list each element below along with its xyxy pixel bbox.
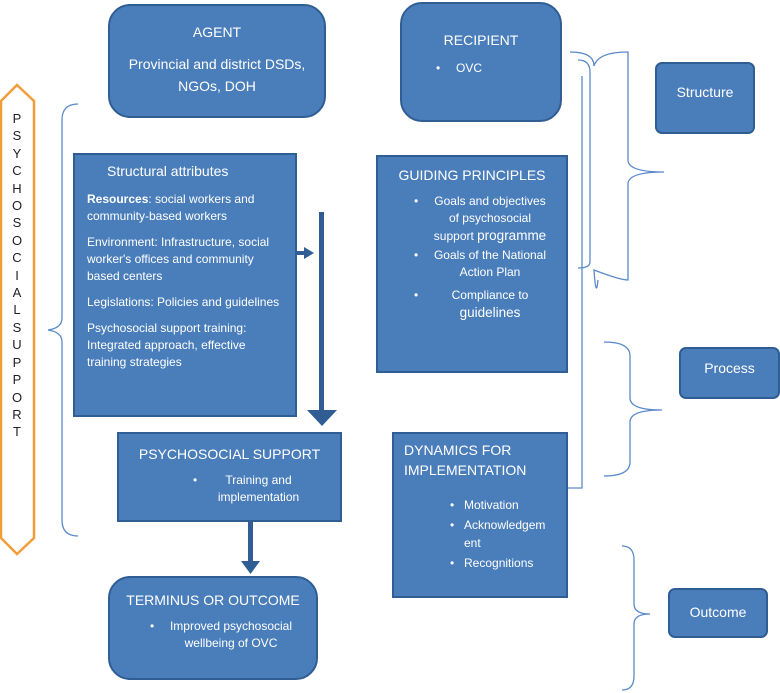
side-label-char: T — [13, 424, 21, 440]
structure-label: Structure — [676, 84, 734, 100]
principle-item-3-big: guidelines — [459, 305, 521, 320]
recipient-item: OVC — [436, 60, 560, 77]
agent-box: AGENT Provincial and district DSDs, NGOs… — [108, 4, 326, 118]
recipient-title: RECIPIENT — [443, 32, 519, 48]
resources-label: Resources — [87, 192, 149, 206]
long-arrow-head — [307, 410, 337, 426]
side-label-char: S — [12, 319, 22, 335]
side-label-char: C — [12, 250, 22, 266]
side-label-char: O — [11, 389, 23, 405]
guiding-principles-box: GUIDING PRINCIPLES Goals and objectives … — [376, 155, 568, 373]
recipient-dynamics-line — [568, 76, 583, 489]
dynamics-box: DYNAMICS FOR IMPLEMENTATION Motivation A… — [392, 432, 568, 598]
side-label-char: P — [12, 111, 22, 126]
side-label-char: O — [11, 232, 23, 248]
outcome-arrow-head — [241, 561, 260, 574]
side-label-char: S — [12, 215, 22, 231]
dynamics-list: Motivation Acknowledgement Recognitions — [450, 496, 556, 572]
side-label-char: O — [11, 198, 23, 214]
side-label-char: A — [12, 285, 22, 301]
principle-item-1-text: Goals and objectives of psychosocial sup… — [433, 194, 546, 243]
outcome-arrow-shaft — [248, 521, 253, 563]
side-label-char: S — [12, 128, 22, 144]
environment-text: Environment: Infrastructure, social work… — [87, 235, 270, 283]
principle-item-1-big: programme — [477, 228, 547, 243]
side-label-char: P — [12, 372, 22, 388]
structural-title: Structural attributes — [107, 163, 229, 179]
principle-item-3: Compliance to guidelines — [414, 287, 552, 322]
side-label-char: L — [13, 302, 21, 318]
dynamics-item: Motivation — [450, 496, 556, 514]
outcome-label-box: Outcome — [668, 588, 768, 638]
side-label-char: R — [12, 406, 22, 422]
process-label-box: Process — [679, 347, 780, 399]
side-label-char: H — [12, 180, 22, 196]
side-label-char: C — [12, 163, 22, 179]
structure-bracket-upper — [577, 59, 591, 269]
outcome-bracket — [621, 545, 651, 691]
principle-item-3-text: Compliance to — [451, 288, 529, 302]
recipient-list: OVC — [436, 60, 560, 77]
legislations-text: Legislations: Policies and guidelines — [87, 295, 280, 309]
psychosocial-title: PSYCHOSOCIAL SUPPORT — [138, 446, 321, 462]
principle-item-1: Goals and objectives of psychosocial sup… — [414, 193, 552, 245]
side-label-char: P — [12, 354, 22, 370]
resources-text: Resources: social workers and community-… — [87, 191, 285, 225]
terminus-title: TERMINUS OR OUTCOME — [126, 592, 300, 608]
side-label-char: Y — [12, 145, 22, 161]
resources-value: : social workers and community-based wor… — [87, 192, 255, 223]
terminus-list: Improved psychosocial wellbeing of OVC — [150, 618, 298, 652]
training-text: Psychosocial support training: Integrate… — [87, 321, 247, 369]
long-arrow-shaft — [319, 212, 324, 412]
psychosocial-item: Training and implementation — [193, 472, 310, 506]
structure-label-box: Structure — [655, 62, 755, 134]
small-arrow-head — [304, 247, 314, 259]
psychosocial-list: Training and implementation — [193, 472, 310, 506]
side-label-char: U — [12, 337, 22, 353]
side-label-char: I — [15, 267, 19, 283]
dynamics-item: Recognitions — [450, 554, 556, 572]
terminus-item: Improved psychosocial wellbeing of OVC — [150, 618, 298, 652]
agent-text: Provincial and district DSDs, NGOs, DOH — [128, 56, 306, 94]
dynamics-item: Acknowledgement — [450, 516, 546, 552]
terminus-box: TERMINUS OR OUTCOME Improved psychosocia… — [108, 576, 318, 680]
process-label: Process — [704, 360, 755, 376]
principles-list: Goals and objectives of psychosocial sup… — [414, 193, 552, 322]
psychosocial-support-box: PSYCHOSOCIAL SUPPORT Training and implem… — [117, 432, 342, 522]
principles-title: GUIDING PRINCIPLES — [398, 167, 546, 183]
principle-item-2: Goals of the National Action Plan — [414, 247, 552, 281]
structural-attributes-box: Structural attributes Resources: social … — [73, 153, 297, 417]
recipient-box: RECIPIENT OVC — [400, 2, 562, 122]
dynamics-title: DYNAMICS FOR IMPLEMENTATION — [404, 442, 527, 478]
outcome-label: Outcome — [689, 604, 747, 620]
process-bracket — [603, 341, 663, 477]
structure-bracket — [569, 51, 665, 289]
agent-title: AGENT — [192, 24, 242, 40]
